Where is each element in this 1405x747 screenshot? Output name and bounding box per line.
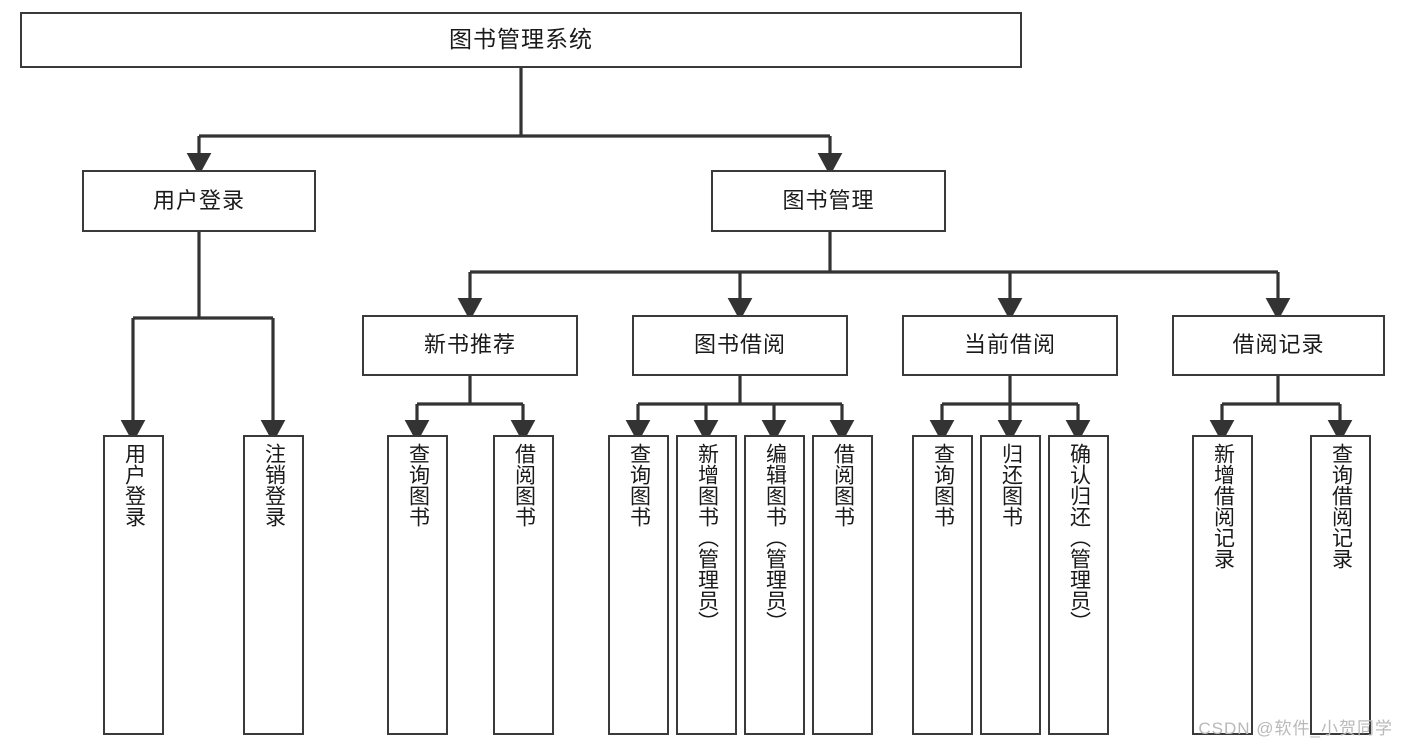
node-book-borrow[interactable]: 图书借阅 xyxy=(632,315,848,376)
node-book-manage-label: 图书管理 xyxy=(782,187,875,213)
node-leaf-query-book-3[interactable]: 查询图书 xyxy=(912,435,973,735)
node-leaf-edit-book-label: 编辑图书（管理员） xyxy=(763,443,787,632)
node-leaf-add-record[interactable]: 新增借阅记录 xyxy=(1192,435,1253,735)
node-leaf-user-login-label: 用户登录 xyxy=(122,443,146,527)
node-leaf-query-book-3-label: 查询图书 xyxy=(931,443,955,527)
node-current-borrow-label: 当前借阅 xyxy=(963,332,1056,358)
node-borrow-record[interactable]: 借阅记录 xyxy=(1172,315,1385,376)
node-leaf-user-login[interactable]: 用户登录 xyxy=(103,435,164,735)
node-leaf-user-logout[interactable]: 注销登录 xyxy=(243,435,304,735)
node-leaf-add-record-label: 新增借阅记录 xyxy=(1211,443,1235,569)
node-leaf-confirm-return-label: 确认归还（管理员） xyxy=(1067,443,1091,632)
node-borrow-record-label: 借阅记录 xyxy=(1232,332,1325,358)
node-book-manage[interactable]: 图书管理 xyxy=(711,170,946,232)
node-leaf-return-book-label: 归还图书 xyxy=(999,443,1023,527)
node-leaf-borrow-book-2-label: 借阅图书 xyxy=(831,443,855,527)
node-leaf-user-logout-label: 注销登录 xyxy=(262,443,286,527)
node-current-borrow[interactable]: 当前借阅 xyxy=(902,315,1118,376)
node-book-borrow-label: 图书借阅 xyxy=(693,332,786,358)
node-leaf-confirm-return[interactable]: 确认归还（管理员） xyxy=(1048,435,1109,735)
node-leaf-borrow-book-1[interactable]: 借阅图书 xyxy=(493,435,554,735)
node-leaf-query-book-1-label: 查询图书 xyxy=(406,443,430,527)
node-leaf-query-record-label: 查询借阅记录 xyxy=(1329,443,1353,569)
node-user-login-label: 用户登录 xyxy=(152,187,245,213)
node-new-book-recommend-label: 新书推荐 xyxy=(423,332,516,358)
node-leaf-borrow-book-2[interactable]: 借阅图书 xyxy=(812,435,873,735)
node-new-book-recommend[interactable]: 新书推荐 xyxy=(362,315,578,376)
node-user-login[interactable]: 用户登录 xyxy=(82,170,316,232)
node-leaf-query-book-2-label: 查询图书 xyxy=(627,443,651,527)
node-leaf-query-record[interactable]: 查询借阅记录 xyxy=(1310,435,1371,735)
node-leaf-add-book[interactable]: 新增图书（管理员） xyxy=(676,435,737,735)
node-leaf-query-book-1[interactable]: 查询图书 xyxy=(387,435,448,735)
node-root[interactable]: 图书管理系统 xyxy=(20,12,1022,68)
watermark: CSDN @软件_小贺同学 xyxy=(1198,719,1393,738)
node-leaf-query-book-2[interactable]: 查询图书 xyxy=(608,435,669,735)
node-leaf-return-book[interactable]: 归还图书 xyxy=(980,435,1041,735)
node-root-label: 图书管理系统 xyxy=(449,26,593,53)
node-leaf-borrow-book-1-label: 借阅图书 xyxy=(512,443,536,527)
node-leaf-add-book-label: 新增图书（管理员） xyxy=(695,443,719,632)
node-leaf-edit-book[interactable]: 编辑图书（管理员） xyxy=(744,435,805,735)
